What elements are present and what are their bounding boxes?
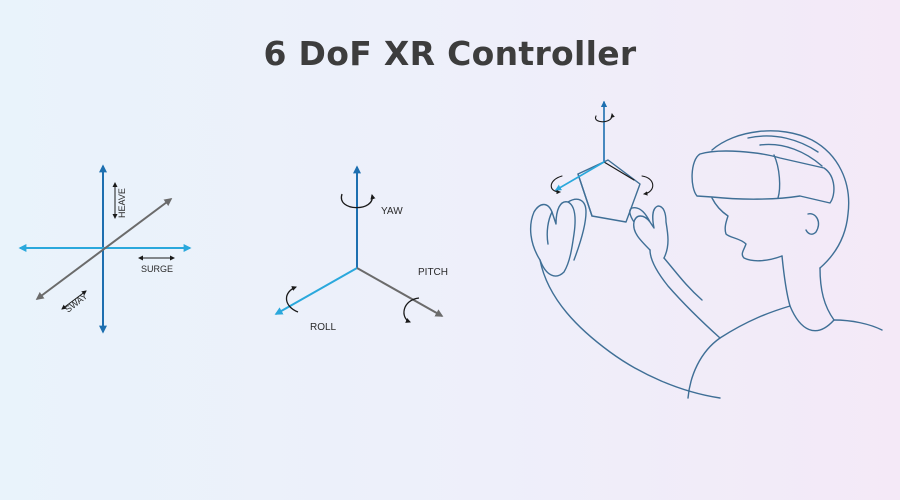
left-hand: [529, 201, 576, 277]
vr-user-illustration: [529, 100, 883, 399]
head-outline: [711, 130, 850, 269]
controller-pitch-arrow: [641, 175, 654, 196]
heave-label: HEAVE: [117, 188, 127, 218]
face-profile: [711, 197, 783, 262]
yaw-rotation-arrow: [340, 193, 376, 209]
right-forearm-line: [663, 257, 703, 301]
sway-label: SWAY: [63, 291, 89, 315]
collar: [789, 305, 835, 332]
pitch-axis: [356, 267, 444, 317]
controller-face-line: [577, 173, 593, 217]
pitch-rotation-arrow: [403, 297, 420, 323]
controller-left-axis: [554, 161, 605, 191]
left-fingers: [546, 198, 587, 261]
headset-strap: [773, 154, 781, 199]
rotation-axes-diagram: YAW PITCH ROLL: [274, 165, 448, 333]
right-arm: [649, 249, 721, 339]
neck: [781, 255, 835, 321]
left-arm: [539, 259, 721, 399]
controller-roll-arrow: [550, 175, 563, 195]
right-hand: [629, 205, 669, 259]
pitch-label: PITCH: [418, 267, 448, 278]
roll-rotation-arrow: [285, 286, 299, 313]
sway-axis: [35, 198, 173, 300]
roll-axis: [274, 267, 358, 315]
surge-label: SURGE: [141, 264, 173, 274]
shoulders: [687, 305, 883, 399]
vr-headset: [691, 150, 835, 204]
yaw-label: YAW: [381, 206, 403, 217]
controller-body: [577, 159, 641, 223]
translation-axes-diagram: HEAVE SURGE SWAY: [18, 164, 192, 334]
sway-indicator-arrow: [61, 290, 87, 310]
controller-yaw-arrow: [595, 113, 615, 123]
page-title: 6 DoF XR Controller: [263, 34, 637, 73]
controller-right-axis: [603, 161, 635, 181]
hair-lines: [747, 135, 823, 167]
ear: [805, 213, 820, 235]
roll-label: ROLL: [310, 322, 337, 333]
